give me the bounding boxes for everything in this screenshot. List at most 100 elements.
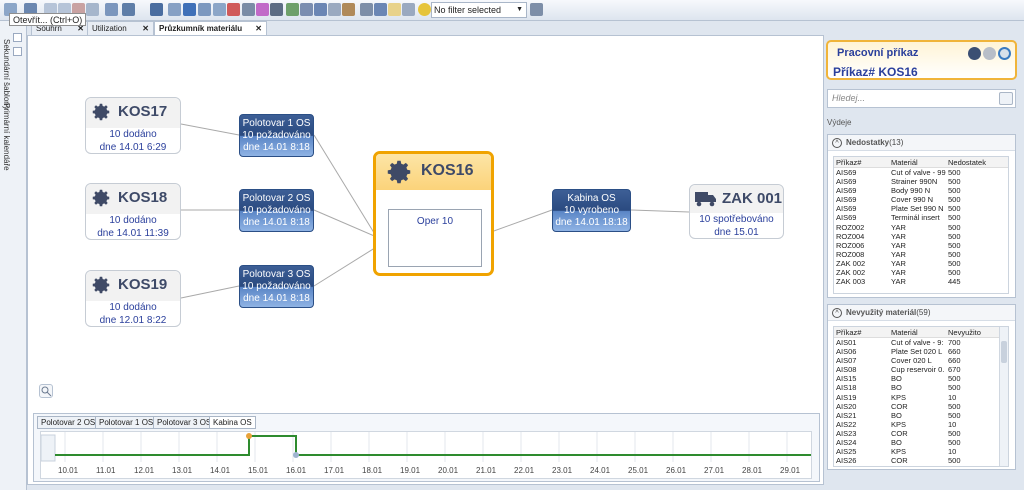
filter-icon[interactable] [402,3,415,16]
report-icon[interactable] [342,3,355,16]
undo-icon[interactable] [44,3,57,16]
collapse-icon[interactable]: ^ [832,308,842,318]
close-icon[interactable]: ✕ [77,24,84,33]
forward-icon[interactable] [983,47,996,60]
secondary-templates-label[interactable]: Sekundární šablony [2,39,11,110]
document-icon[interactable] [388,3,401,16]
bulb-icon[interactable] [418,3,431,16]
export-icon[interactable] [374,3,387,16]
semi-node-polotovar-3[interactable]: Polotovar 3 OS 10 požadováno dne 14.01 8… [239,265,314,308]
cut-icon[interactable] [72,3,85,16]
back-icon[interactable] [968,47,981,60]
panel-toggle-1[interactable] [13,33,22,42]
chain-icon[interactable] [270,3,283,16]
column-header[interactable]: Nedostatek [948,158,986,167]
pin-icon[interactable] [530,3,543,16]
zoom-button[interactable] [39,384,53,398]
filter-grid-icon[interactable] [213,3,226,16]
tab-utilization[interactable]: Utilization✕ [87,21,154,35]
timeline-tab-polotovar-3[interactable]: Polotovar 3 OS [153,416,216,429]
scrollbar-thumb[interactable] [1001,341,1007,363]
column-header[interactable]: Příkaz# [836,158,862,167]
sort-icon[interactable] [150,3,163,16]
timeline-chart[interactable]: 10.01 11.01 12.01 13.01 14.01 15.01 16.0… [40,431,812,479]
timeline-tab-polotovar-1[interactable]: Polotovar 1 OS [95,416,158,429]
save-icon[interactable] [24,3,37,16]
move-icon[interactable] [122,3,135,16]
close-icon[interactable]: ✕ [255,24,262,33]
collapse-icon[interactable]: ^ [832,138,842,148]
grid-icon[interactable] [168,3,181,16]
timeline-tab-polotovar-2[interactable]: Polotovar 2 OS [37,416,100,429]
column-icon[interactable] [314,3,327,16]
search-input[interactable]: Hledej... [827,89,1016,108]
copy-icon[interactable] [86,3,99,16]
primary-calendars-label[interactable]: Primární kalendáře [2,103,11,171]
schedule-icon[interactable] [105,3,118,16]
column-header[interactable]: Materiál [891,328,918,337]
link-icon[interactable] [227,3,240,16]
open-icon[interactable] [4,3,17,16]
chart-icon[interactable] [183,3,196,16]
source-node-kos17[interactable]: KOS17 10 dodáno dne 14.01 6:29 [85,97,181,154]
source-node-kos18[interactable]: KOS18 10 dodáno dne 14.01 11:39 [85,183,181,240]
shortages-header[interactable]: ^ Nedostatky(13) [828,135,1015,151]
center-node-kos16[interactable]: KOS16 Oper 10 [373,151,494,276]
operation-box[interactable]: Oper 10 [388,209,482,267]
table-icon[interactable] [198,3,211,16]
source-node-kos19[interactable]: KOS19 10 dodáno dne 12.01 8:22 [85,270,181,327]
close-icon[interactable]: ✕ [142,24,149,33]
vertical-scrollbar[interactable] [999,327,1008,466]
align-icon[interactable] [242,3,255,16]
edit-icon[interactable] [300,3,313,16]
redo-icon[interactable] [58,3,71,16]
column-header[interactable]: Nevyužito [948,328,981,337]
semi-node-polotovar-2[interactable]: Polotovar 2 OS 10 požadováno dne 14.01 8… [239,189,314,232]
column-header[interactable]: Materiál [891,158,918,167]
semi-node-polotovar-1[interactable]: Polotovar 1 OS 10 požadováno dne 14.01 8… [239,114,314,157]
palette-icon[interactable] [256,3,269,16]
attach-icon[interactable] [328,3,341,16]
product-node-kabina[interactable]: Kabina OS 10 vyrobeno dne 14.01 18:18 [552,189,631,232]
timeline-tab-kabina[interactable]: Kabina OS [209,416,256,429]
check-icon[interactable] [286,3,299,16]
filter-select[interactable]: No filter selected ▼ [431,2,527,18]
refresh-icon[interactable] [998,47,1011,60]
print-icon[interactable] [360,3,373,16]
column-header[interactable]: Příkaz# [836,328,862,337]
demand-node-zak001[interactable]: ZAK 001 10 spotřebováno dne 15.01 [689,184,784,239]
panel-toggle-2[interactable] [13,47,22,56]
tab-material-explorer[interactable]: Průzkumník materiálu✕ [154,21,267,36]
unused-material-header[interactable]: ^ Nevyužitý materiál(59) [828,305,1015,321]
search-icon[interactable] [999,92,1013,105]
